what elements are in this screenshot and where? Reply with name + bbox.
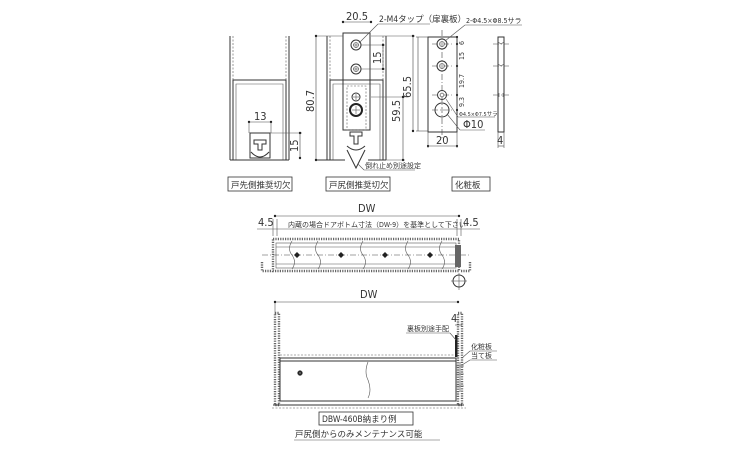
door-butt-cutout-view: 20.5 2-M4タップ（扉裏板） 80.7 15 59.5 65.5 倒れ止め… bbox=[304, 10, 466, 192]
screw-icon bbox=[350, 39, 362, 51]
fastener-marker-icon bbox=[294, 252, 433, 258]
plan-view: DW 内蔵の場合ドアボトム寸法（DW-9）を基準として下さい 4.5 4.5 bbox=[257, 202, 480, 290]
dim-15-label: 15 bbox=[288, 139, 301, 152]
dim-80-7-label: 80.7 bbox=[304, 90, 317, 112]
installation-example-view: DW 4 裏板別途手配 化粧板 当て bbox=[272, 288, 497, 441]
plan-dw-label: DW bbox=[358, 202, 376, 215]
countersunk-hole-icon bbox=[432, 60, 452, 72]
countersunk-hole-icon bbox=[432, 90, 452, 100]
dim-20-5-label: 20.5 bbox=[346, 10, 368, 23]
dim-4-plate-label: 4 bbox=[497, 134, 503, 147]
backing-note: 当て板 bbox=[471, 351, 492, 360]
plan-note: 内蔵の場合ドアボトム寸法（DW-9）を基準として下さい bbox=[288, 220, 466, 229]
screw-large-icon bbox=[349, 103, 363, 117]
screw-head-icon bbox=[297, 370, 303, 376]
dim-20-label: 20 bbox=[436, 134, 449, 147]
screw-icon bbox=[351, 92, 361, 102]
install-dim-4-label: 4 bbox=[451, 312, 457, 325]
dim-65-5-label: 65.5 bbox=[401, 76, 414, 98]
hole-note: 2-Φ4.5×Φ8.5サラ bbox=[466, 17, 522, 25]
small-hole-note: Φ4.5×Φ7.5サラ bbox=[459, 111, 498, 118]
dim-6-label: 6 bbox=[458, 41, 466, 45]
door-butt-cutout-caption: 戸尻側推奨切欠 bbox=[329, 180, 389, 191]
plan-dim-left: 4.5 bbox=[258, 216, 274, 229]
door-tip-cutout-caption: 戸先側推奨切欠 bbox=[231, 180, 291, 191]
dim-9-3-label: 9.3 bbox=[458, 97, 466, 107]
dim-phi10-label: Φ10 bbox=[463, 118, 483, 131]
back-plate-note: 裏板別途手配 bbox=[407, 324, 449, 333]
countersunk-hole-icon bbox=[432, 38, 452, 50]
dim-19-7-label: 19.7 bbox=[458, 74, 466, 88]
pivot-icon bbox=[451, 273, 467, 290]
tap-note: 2-M4タップ（扉裏板） bbox=[379, 14, 466, 25]
model-caption: DBW-460B納まり例 bbox=[322, 414, 397, 425]
decorative-plate-view: 2-Φ4.5×Φ8.5サラ 6 15 19.7 9.3 Φ4.5×Φ7.5サラ … bbox=[416, 17, 522, 192]
plan-dim-right: 4.5 bbox=[463, 216, 479, 229]
dim-15-butt-label: 15 bbox=[371, 51, 384, 64]
dim-13-label: 13 bbox=[254, 110, 267, 123]
large-hole-icon bbox=[432, 102, 452, 118]
install-dw-label: DW bbox=[360, 288, 378, 301]
stopper-note: 倒れ止め別途設定 bbox=[365, 161, 421, 170]
dim-59-5-label: 59.5 bbox=[390, 100, 403, 122]
screw-icon bbox=[350, 63, 362, 75]
maintenance-caption: 戸尻側からのみメンテナンス可能 bbox=[295, 429, 423, 440]
decorative-plate-caption: 化粧板 bbox=[455, 180, 481, 191]
door-tip-cutout-view: 13 15 戸先側推奨切欠 bbox=[227, 36, 302, 192]
decor-note: 化粧板 bbox=[471, 342, 492, 351]
dim-15-plate-label: 15 bbox=[458, 52, 466, 60]
